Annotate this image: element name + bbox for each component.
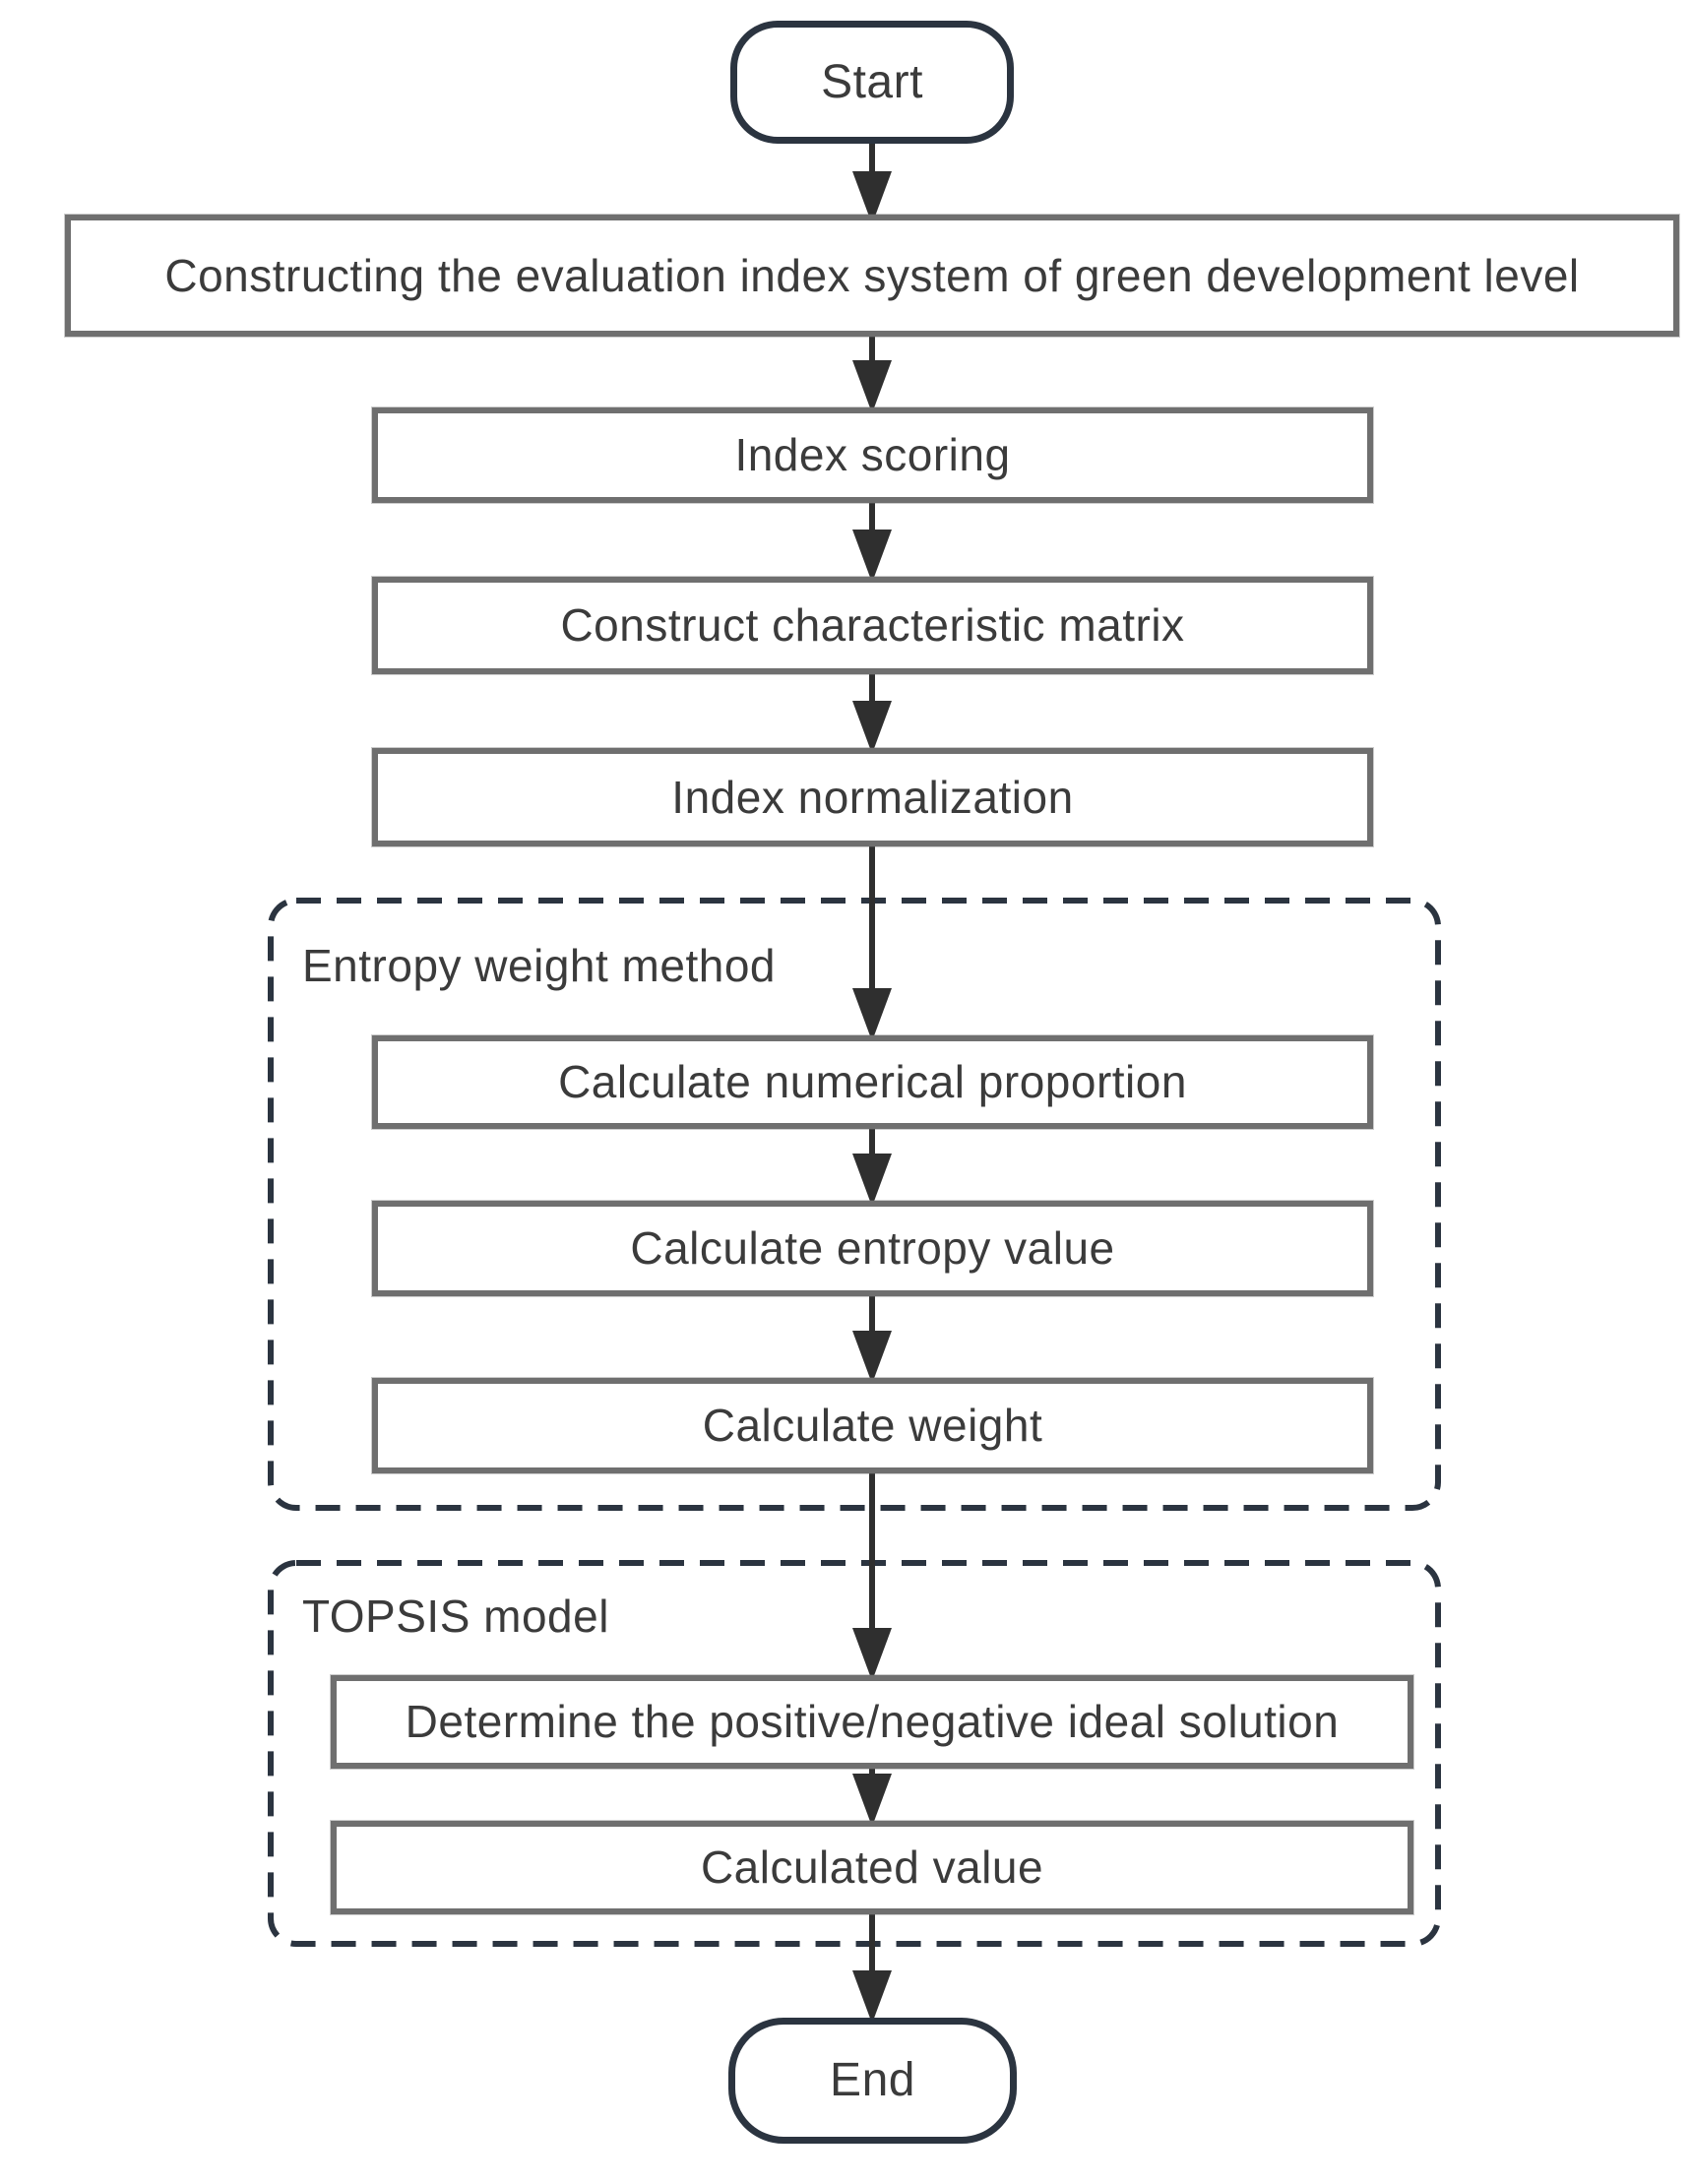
entropy-method-group-rect bbox=[268, 898, 1441, 1511]
arrowhead-down-icon bbox=[852, 1774, 892, 1827]
index-normalization-node: Index normalization bbox=[372, 748, 1373, 846]
arrow-line bbox=[869, 844, 875, 998]
arrowhead-down-icon bbox=[852, 701, 892, 754]
arrowhead-down-icon bbox=[852, 1970, 892, 2024]
index-scoring-node: Index scoring bbox=[372, 407, 1373, 503]
arrow-line bbox=[869, 335, 875, 370]
arrow-line bbox=[869, 672, 875, 713]
topsis-model-group-border bbox=[268, 1560, 1441, 1947]
end-node: End bbox=[728, 2018, 1017, 2144]
arrow-line bbox=[869, 142, 875, 181]
ideal-solution-node: Determine the positive/negative ideal so… bbox=[331, 1675, 1413, 1769]
entropy-method-group-border bbox=[268, 898, 1441, 1511]
topsis-model-group-label: TOPSIS model bbox=[302, 1591, 609, 1642]
arrow-line bbox=[869, 1127, 875, 1163]
numerical-proportion-node: Calculate numerical proportion bbox=[372, 1035, 1373, 1129]
arrowhead-down-icon bbox=[852, 1628, 892, 1681]
arrowhead-down-icon bbox=[852, 360, 892, 413]
start-node: Start bbox=[730, 21, 1014, 144]
characteristic-matrix-node: Construct characteristic matrix bbox=[372, 577, 1373, 674]
calculated-value-node: Calculated value bbox=[331, 1821, 1413, 1914]
entropy-value-node: Calculate entropy value bbox=[372, 1201, 1373, 1296]
arrowhead-down-icon bbox=[852, 988, 892, 1041]
arrowhead-down-icon bbox=[852, 530, 892, 583]
arrow-line bbox=[869, 501, 875, 541]
arrowhead-down-icon bbox=[852, 1154, 892, 1207]
entropy-method-group-label: Entropy weight method bbox=[302, 940, 776, 991]
build-index-system-node: Constructing the evaluation index system… bbox=[65, 215, 1679, 337]
arrow-line bbox=[869, 1294, 875, 1341]
topsis-model-group-rect bbox=[268, 1560, 1441, 1947]
arrow-line bbox=[869, 1912, 875, 1980]
calculate-weight-node: Calculate weight bbox=[372, 1378, 1373, 1473]
arrow-line bbox=[869, 1471, 875, 1638]
arrowhead-down-icon bbox=[852, 1331, 892, 1384]
